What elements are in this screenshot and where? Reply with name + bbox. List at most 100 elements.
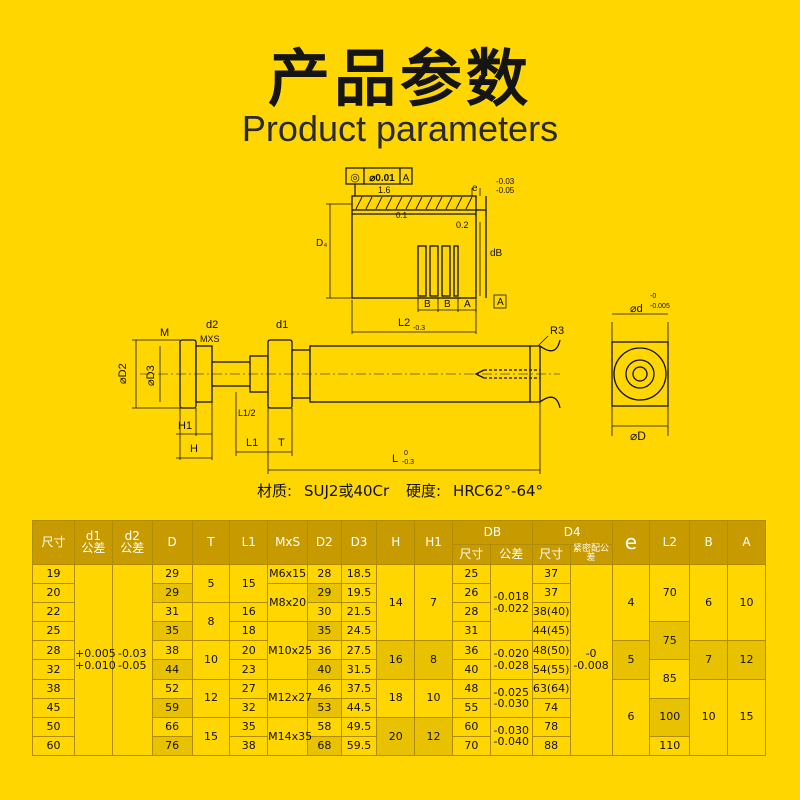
geometric-tolerance-frame: ◎ ⌀0.01 A [345,167,413,196]
cell-db: 70 [451,735,491,757]
page-title-cn: 产品参数 [267,42,532,115]
l-tol-lo: -0.3 [402,459,414,466]
e-tol-lo: -0.05 [496,186,515,195]
r3-label: R3 [550,325,564,337]
b-label-2: B [444,299,451,310]
m-label: M [160,327,169,339]
technical-drawing: ◎ ⌀0.01 A 1.6 e -0.03 -0.05 0.1 0.2 D₄ d… [117,167,670,474]
cell-sizes: 38 [32,678,75,699]
cell-e: 5 [611,640,651,680]
cell-sizes: 19 [32,563,75,584]
cell-d4_tol: -0 -0.008 [569,563,613,757]
cell-mxs: M8x20 [267,582,309,623]
tol-datum: A [403,173,410,184]
th-L1: L1 [229,520,269,565]
cell-d2: 53 [307,697,342,718]
cell-d3: 44.5 [340,697,378,718]
cell-d: 59 [151,697,193,718]
cell-d: 66 [151,716,193,737]
d4-label: D₄ [316,238,327,249]
cell-l1: 15 [229,563,269,604]
cell-db: 40 [451,659,491,680]
page-title-en: Product parameters [241,108,559,149]
cell-l1: 18 [229,621,269,642]
th-T: T [191,520,231,565]
dD-label: ⌀D [630,429,646,443]
cell-d2_tol: -0.03 -0.05 [111,563,153,757]
cell-d2: 28 [307,563,342,584]
cell-db: 31 [451,621,491,642]
end-view [611,313,669,436]
cell-e: 6 [611,678,651,757]
concentricity-icon: ◎ [350,172,360,184]
cell-sizes: 20 [32,582,75,604]
cell-d2: 40 [307,659,342,680]
th-D4-size: 尺寸 [531,544,571,565]
cell-sizes: 50 [32,716,75,737]
cell-db: 28 [451,602,491,623]
cell-db_tol: -0.018 -0.022 [489,563,533,642]
l2-tol: -0.3 [413,325,425,332]
chamfer-1: 0.1 [396,211,408,220]
l2-label: L2 [398,317,410,329]
cell-h1: 10 [414,678,453,718]
cell-db: 55 [451,697,491,718]
material-line: 材质: SUJ2或40Cr 硬度: HRC62°-64° [0,480,800,501]
cell-d1_tol: +0.005 +0.010 [74,563,116,757]
material-value: SUJ2或40Cr [304,482,390,500]
cell-d2: 29 [307,582,342,604]
cell-d4: 78 [531,716,571,737]
hardness-label: 硬度: [405,482,442,500]
cell-d2: 35 [307,621,342,642]
cell-e: 4 [611,563,651,642]
cell-d4: 37 [531,582,571,604]
cell-mxs: M12x27 [267,678,312,718]
cell-l1: 23 [229,659,269,680]
cell-h1: 12 [414,716,453,757]
datum-a: A [497,297,504,308]
cell-db: 25 [451,563,491,584]
cell-d4: 48(50) [531,640,571,661]
cell-t: 12 [191,678,231,718]
cell-h: 14 [376,563,416,642]
cell-mxs: M6x15 [267,563,309,584]
mxs-label: MXS [200,334,220,344]
cell-mxs: M14x35 [267,716,312,757]
cell-sizes: 60 [32,735,75,757]
l1-label: L1 [246,437,258,449]
th-H: H [376,520,416,565]
cell-t: 8 [191,602,231,642]
d2-dim: ⌀D2 [117,363,129,384]
tol-value: ⌀0.01 [369,173,395,184]
cell-h1: 8 [414,640,453,680]
cell-d3: 18.5 [340,563,378,584]
cell-t: 5 [191,563,231,604]
t-label: T [278,437,285,449]
cell-d3: 37.5 [340,678,378,699]
dd-tol-hi: -0 [650,293,656,300]
th-D4: D4 [531,520,613,545]
cell-d3: 31.5 [340,659,378,680]
hardness-value: HRC62°-64° [453,482,544,500]
cell-d: 35 [151,621,193,642]
d3-dim: ⌀D3 [145,365,157,386]
material-label: 材质: [256,482,292,500]
cell-db_tol: -0.025 -0.030 [489,678,533,718]
cell-l1: 27 [229,678,269,699]
l-tol-hi: 0 [404,450,408,457]
cell-d: 44 [151,659,193,680]
cell-d4: 44(45) [531,621,571,642]
cell-b: 10 [689,678,729,757]
cell-d4: 37 [531,563,571,584]
cell-d: 76 [151,735,193,757]
cell-d2: 46 [307,678,342,699]
cell-t: 10 [191,640,231,680]
cell-d4: 74 [531,697,571,718]
